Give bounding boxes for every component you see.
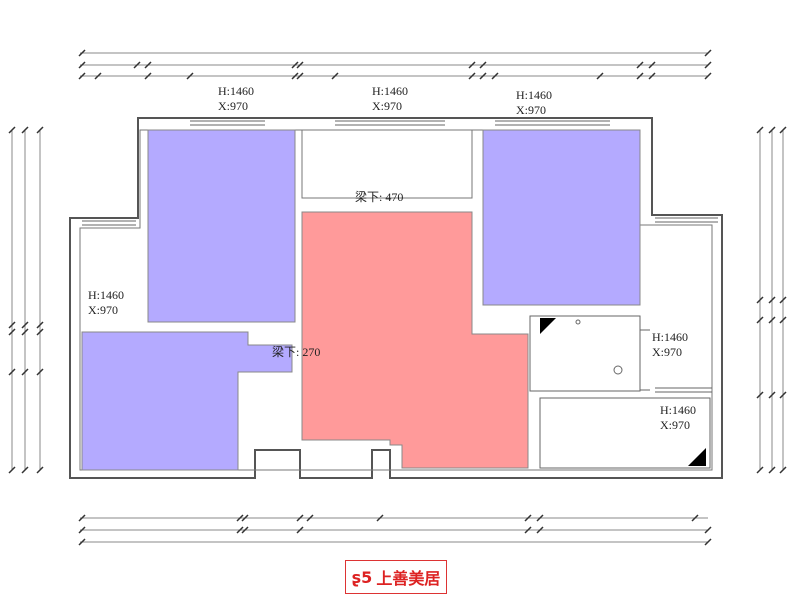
dimension-tick bbox=[768, 296, 776, 304]
dimension-tick bbox=[36, 466, 44, 474]
dimension-tick bbox=[479, 72, 487, 80]
dimension-tick bbox=[468, 61, 476, 69]
dimension-tick bbox=[236, 526, 244, 534]
dimension-tick bbox=[779, 466, 787, 474]
dimension-tick bbox=[779, 391, 787, 399]
dimension-tick bbox=[768, 316, 776, 324]
dimension-tick bbox=[479, 61, 487, 69]
dimension-tick bbox=[8, 321, 16, 329]
dimension-tick bbox=[536, 514, 544, 522]
dimension-tick bbox=[21, 126, 29, 134]
dimension-tick bbox=[8, 368, 16, 376]
dimension-tick bbox=[536, 526, 544, 534]
shaft-2 bbox=[688, 448, 706, 466]
dimension-tick bbox=[78, 514, 86, 522]
dimension-tick bbox=[756, 316, 764, 324]
dimension-tick bbox=[8, 328, 16, 336]
balcony-room bbox=[301, 129, 473, 199]
dimension-tick bbox=[636, 61, 644, 69]
dimension-tick bbox=[768, 126, 776, 134]
dimension-tick bbox=[78, 526, 86, 534]
bathroom bbox=[529, 315, 711, 469]
bedroom-2 bbox=[482, 129, 641, 306]
dimension-tick bbox=[241, 514, 249, 522]
dimension-tick bbox=[36, 126, 44, 134]
dimension-tick bbox=[596, 72, 604, 80]
dimension-tick bbox=[768, 466, 776, 474]
dimension-tick bbox=[376, 514, 384, 522]
dimension-tick bbox=[291, 61, 299, 69]
dimension-tick bbox=[779, 126, 787, 134]
dimension-tick bbox=[704, 61, 712, 69]
dimension-tick bbox=[691, 514, 699, 522]
dimension-tick bbox=[524, 514, 532, 522]
logo-text: 上善美居 bbox=[376, 569, 441, 588]
dimension-tick bbox=[768, 391, 776, 399]
dimension-tick bbox=[236, 514, 244, 522]
dimension-tick bbox=[8, 466, 16, 474]
dimension-tick bbox=[21, 328, 29, 336]
dimension-tick bbox=[36, 321, 44, 329]
dimension-tick bbox=[756, 466, 764, 474]
dimension-tick bbox=[704, 538, 712, 546]
beam-label-270: 梁下: 270 bbox=[272, 345, 321, 359]
dimension-tick bbox=[94, 72, 102, 80]
dimension-tick bbox=[756, 126, 764, 134]
dimension-tick bbox=[779, 316, 787, 324]
dimension-tick bbox=[296, 526, 304, 534]
dimension-tick bbox=[704, 72, 712, 80]
dimension-tick bbox=[648, 72, 656, 80]
dimension-tick bbox=[468, 72, 476, 80]
bedroom-1 bbox=[147, 129, 296, 323]
dimension-tick bbox=[648, 61, 656, 69]
dimension-tick bbox=[78, 61, 86, 69]
dimension-tick bbox=[296, 72, 304, 80]
dimension-tick bbox=[704, 526, 712, 534]
dimension-tick bbox=[491, 72, 499, 80]
dimension-tick bbox=[21, 466, 29, 474]
dimension-tick bbox=[296, 514, 304, 522]
dimension-tick bbox=[144, 61, 152, 69]
dimension-tick bbox=[524, 526, 532, 534]
beam-label-470: 梁下: 470 bbox=[355, 190, 404, 204]
dimension-tick bbox=[241, 526, 249, 534]
outer-wall bbox=[69, 117, 723, 479]
living-room bbox=[301, 211, 529, 469]
dimension-tick bbox=[78, 538, 86, 546]
dimension-tick bbox=[78, 72, 86, 80]
dimension-tick bbox=[756, 296, 764, 304]
dimension-ticks bbox=[8, 49, 787, 546]
dimension-tick bbox=[8, 126, 16, 134]
dimension-tick bbox=[704, 49, 712, 57]
dimension-tick bbox=[21, 368, 29, 376]
dimension-tick bbox=[306, 514, 314, 522]
dimension-tick bbox=[291, 72, 299, 80]
dimension-tick bbox=[144, 72, 152, 80]
logo-mark: ʂ5 bbox=[351, 567, 373, 587]
dimension-tick bbox=[78, 49, 86, 57]
bedroom-3 bbox=[81, 331, 293, 471]
dimension-tick bbox=[296, 61, 304, 69]
dimension-tick bbox=[636, 72, 644, 80]
windows bbox=[82, 120, 718, 393]
dimension-tick bbox=[36, 368, 44, 376]
shaft-1 bbox=[540, 318, 556, 334]
dimension-lines bbox=[11, 52, 784, 543]
dimension-tick bbox=[779, 296, 787, 304]
dimension-tick bbox=[331, 72, 339, 80]
dimension-tick bbox=[36, 328, 44, 336]
dimension-tick bbox=[133, 61, 141, 69]
dimension-tick bbox=[186, 72, 194, 80]
dimension-tick bbox=[756, 391, 764, 399]
dimension-tick bbox=[21, 321, 29, 329]
